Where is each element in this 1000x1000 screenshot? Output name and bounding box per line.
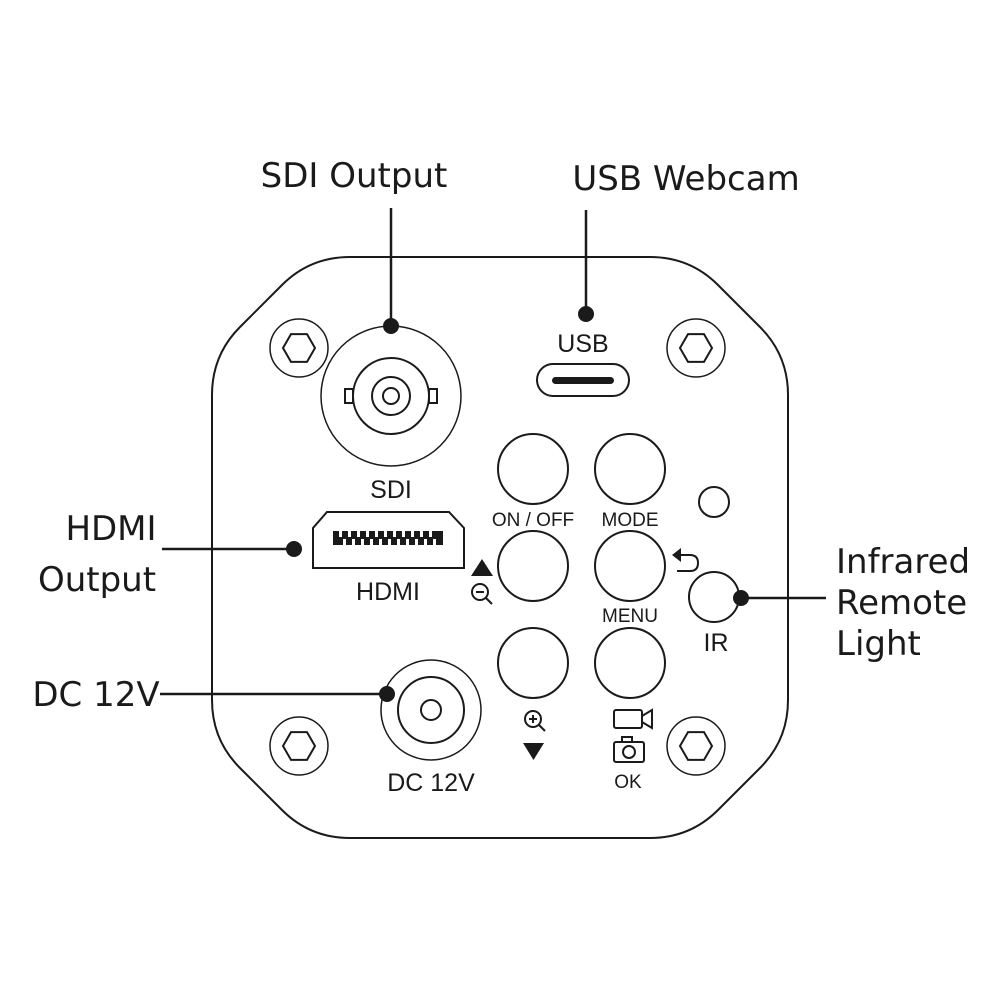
svg-text:Remote: Remote — [836, 583, 967, 623]
hdmi-port-icon — [333, 531, 443, 545]
usb-webcam-callout: USB Webcam — [572, 159, 800, 322]
back-button[interactable] — [594, 530, 666, 602]
ir-receiver — [688, 571, 740, 623]
sdi-port[interactable] — [320, 325, 462, 467]
zoom-out-icon — [471, 583, 493, 605]
infrared-remote-callout: Infrared Remote Light — [733, 542, 970, 664]
up-zoom-out-button[interactable] — [497, 530, 569, 602]
svg-text:USB Webcam: USB Webcam — [572, 159, 799, 199]
back-arrow-icon — [672, 548, 700, 572]
hdmi-panel-label: HDMI — [356, 578, 420, 606]
svg-text:Infrared: Infrared — [836, 542, 970, 582]
menu-label: MENU — [602, 606, 658, 627]
mode-label: MODE — [602, 510, 659, 531]
on-off-button[interactable] — [497, 433, 569, 505]
photo-camera-icon — [613, 736, 645, 763]
usb-c-port-icon — [552, 377, 614, 384]
screw-bottom-right — [666, 716, 726, 776]
triangle-down-icon — [523, 743, 544, 760]
svg-text:HDMI: HDMI — [65, 509, 156, 549]
ok-label: OK — [614, 772, 642, 793]
on-off-label: ON / OFF — [492, 510, 574, 531]
down-zoom-in-button[interactable] — [497, 627, 569, 699]
menu-ok-button[interactable] — [594, 627, 666, 699]
triangle-up-icon — [471, 559, 493, 576]
sdi-panel-label: SDI — [370, 476, 412, 504]
ir-panel-label: IR — [704, 629, 729, 657]
zoom-in-icon — [524, 710, 546, 732]
screw-top-left — [269, 318, 329, 378]
screw-bottom-left — [269, 716, 329, 776]
hex-screw-icon — [678, 333, 714, 363]
status-indicator — [698, 486, 730, 518]
mode-button[interactable] — [594, 433, 666, 505]
screw-top-right — [666, 318, 726, 378]
svg-text:Output: Output — [38, 560, 156, 600]
dc-12v-port[interactable] — [380, 659, 482, 761]
hex-screw-icon — [281, 333, 317, 363]
hex-screw-icon — [281, 731, 317, 761]
hdmi-port[interactable] — [312, 511, 465, 569]
bnc-connector-icon — [344, 357, 438, 435]
sdi-output-callout: SDI Output — [261, 156, 448, 334]
svg-text:Light: Light — [836, 624, 921, 664]
dc-12v-callout: DC 12V — [32, 675, 395, 715]
usb-port[interactable] — [536, 363, 630, 397]
svg-text:SDI Output: SDI Output — [261, 156, 448, 196]
hex-screw-icon — [678, 731, 714, 761]
video-camera-icon — [613, 708, 653, 730]
panel-outline — [211, 256, 789, 839]
dc-jack-icon — [397, 676, 465, 744]
hdmi-output-callout: HDMI Output — [38, 509, 302, 600]
svg-text:DC 12V: DC 12V — [32, 675, 159, 715]
usb-panel-label: USB — [557, 330, 608, 358]
dc-12v-panel-label: DC 12V — [387, 769, 475, 797]
